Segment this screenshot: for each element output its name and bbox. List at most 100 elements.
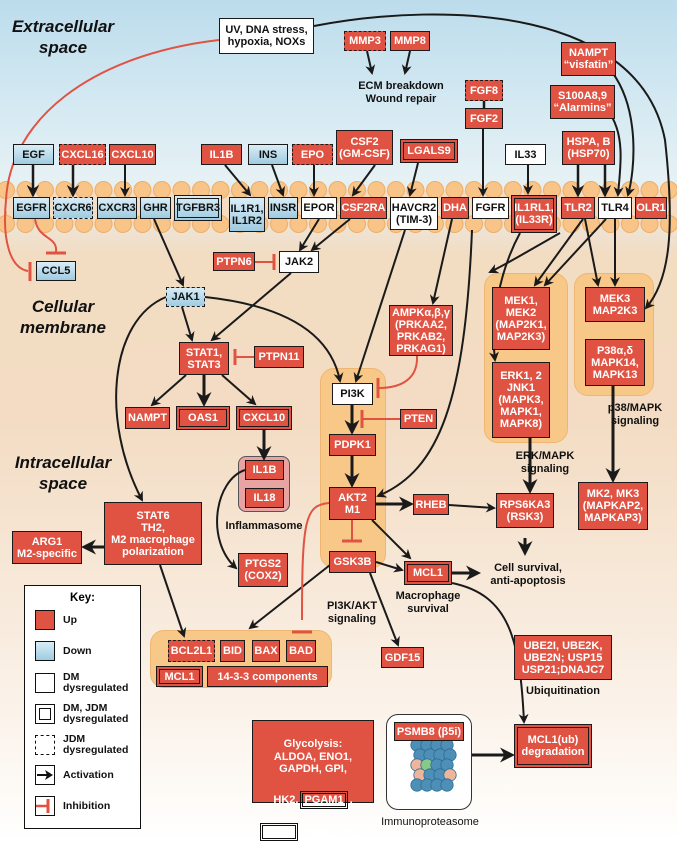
node-pi3k[interactable]: PI3K — [332, 383, 373, 405]
legend-label-up: Up — [63, 615, 77, 626]
edge-rheb-rps6ka3 — [449, 505, 494, 508]
glycolysis-comma: , — [350, 794, 353, 806]
node-hspa-b[interactable]: HSPA, B (HSP70) — [562, 131, 615, 165]
node-nampt-visfatin[interactable]: NAMPT “visfatin” — [561, 42, 616, 76]
legend-swatch-dm — [35, 673, 55, 693]
node-il1b-extracellular[interactable]: IL1B — [201, 144, 242, 165]
node-ampk[interactable]: AMPKα,β,γ (PRKAA2, PRKAB2, PRKAG1) — [389, 305, 453, 356]
node-cxcr3[interactable]: CXCR3 — [97, 197, 137, 219]
node-glycolysis[interactable]: Glycolysis: ALDOA, ENO1, GAPDH, GPI, HK2… — [252, 720, 374, 803]
node-ins[interactable]: INS — [248, 144, 288, 165]
node-p38[interactable]: P38α,δ MAPK14, MAPK13 — [585, 339, 645, 386]
node-csf2[interactable]: CSF2 (GM-CSF) — [336, 130, 393, 165]
glycolysis-genes: Glycolysis: ALDOA, ENO1, GAPDH, GPI, — [253, 738, 373, 776]
node-arg1[interactable]: ARG1 M2-specific — [12, 531, 82, 564]
inhibition-bar-icon — [35, 796, 55, 816]
node-ccl5[interactable]: CCL5 — [36, 261, 76, 281]
node-ptpn6[interactable]: PTPN6 — [213, 252, 255, 271]
node-jak2[interactable]: JAK2 — [279, 251, 319, 273]
label-ubiquitination: Ubiquitination — [512, 685, 614, 698]
legend-item-up: Up — [35, 610, 77, 630]
label-cell-survival: Cell survival, anti-apoptosis — [480, 562, 576, 588]
node-il18[interactable]: IL18 — [245, 488, 284, 508]
label-pi3k-akt-signaling: PI3K/AKT signaling — [312, 600, 392, 626]
legend-label-dm-jdm: DM, JDM dysregulated — [63, 703, 128, 725]
node-il1rl1[interactable]: IL1RL1, (IL33R) — [511, 195, 557, 233]
node-mek3[interactable]: MEK3 MAP2K3 — [585, 287, 645, 322]
node-bid[interactable]: BID — [220, 640, 245, 662]
node-egf[interactable]: EGF — [13, 144, 54, 165]
node-il1b-inflammasome[interactable]: IL1B — [245, 460, 284, 480]
legend-label-down: Down — [63, 646, 92, 657]
node-fgfr[interactable]: FGFR — [472, 197, 509, 219]
node-cxcl10-intracellular[interactable]: CXCL10 — [236, 406, 292, 430]
edge-egfr-inhibits-ccl5 — [35, 219, 56, 252]
legend-swatch-up — [35, 610, 55, 630]
node-mmp3[interactable]: MMP3 — [344, 31, 386, 51]
node-ghr[interactable]: GHR — [140, 197, 171, 219]
node-bcl2l1[interactable]: BCL2L1 — [168, 640, 215, 662]
node-rheb[interactable]: RHEB — [413, 494, 449, 515]
edge-dha-ampk — [433, 219, 452, 303]
node-oas1[interactable]: OAS1 — [176, 406, 230, 430]
node-epor[interactable]: EPOR — [301, 197, 337, 219]
node-havcr2[interactable]: HAVCR2 (TIM-3) — [390, 197, 438, 230]
node-psmb8[interactable]: PSMB8 (β5i) — [394, 722, 464, 741]
node-fgf2[interactable]: FGF2 — [465, 108, 503, 129]
node-bad[interactable]: BAD — [286, 640, 316, 662]
legend-label-inhibition: Inhibition — [63, 801, 110, 812]
node-jak1[interactable]: JAK1 — [166, 287, 205, 307]
node-epo[interactable]: EPO — [292, 144, 333, 165]
node-stat1-stat3[interactable]: STAT1, STAT3 — [179, 342, 229, 375]
node-csf2ra[interactable]: CSF2RA — [340, 197, 387, 219]
node-mcl1-survival[interactable]: MCL1 — [404, 561, 452, 585]
node-il33[interactable]: IL33 — [505, 144, 546, 165]
node-rps6ka3[interactable]: RPS6KA3 (RSK3) — [496, 493, 554, 528]
node-pdpk1[interactable]: PDPK1 — [329, 434, 376, 456]
node-erk-jnk[interactable]: ERK1, 2 JNK1 (MAPK3, MAPK1, MAPK8) — [492, 362, 550, 438]
node-s100a8-9[interactable]: S100A8,9 “Alarmins” — [550, 85, 615, 119]
node-pten[interactable]: PTEN — [400, 409, 437, 429]
node-cxcl10-extracellular[interactable]: CXCL10 — [109, 144, 156, 165]
node-uv-stress[interactable]: UV, DNA stress, hypoxia, NOXs — [219, 18, 314, 54]
node-olr1[interactable]: OLR1 — [635, 197, 667, 219]
node-ptpn11[interactable]: PTPN11 — [254, 346, 304, 368]
node-14-3-3-components[interactable]: 14-3-3 components — [207, 666, 328, 687]
node-cxcr6[interactable]: CXCR6 — [53, 197, 93, 219]
node-ubiquitination-enzymes[interactable]: UBE2I, UBE2K, UBE2N; USP15 USP21;DNAJC7 — [514, 635, 612, 680]
node-stat6-m2[interactable]: STAT6 TH2, M2 macrophage polarization — [104, 502, 202, 565]
node-tgfbr3[interactable]: TGFBR3 — [174, 195, 222, 221]
gene-pgk1[interactable]: PGK1 — [260, 823, 298, 841]
edge-ghr-jak1 — [154, 219, 183, 285]
node-insr[interactable]: INSR — [268, 197, 298, 219]
node-lgals9[interactable]: LGALS9 — [400, 139, 458, 163]
node-il1r1-il1r2[interactable]: IL1R1, IL1R2 — [229, 197, 265, 232]
activation-arrow-icon — [35, 765, 55, 785]
edge-jak1-stat — [182, 307, 192, 340]
glycolysis-row-pgk1: PGK1 , PKM, TPI1 — [253, 823, 373, 841]
legend-item-dm-jdm: DM, JDM dysregulated — [35, 703, 128, 725]
region-label-extracellular: Extracellular space — [8, 16, 118, 58]
node-mek1-mek2[interactable]: MEK1, MEK2 (MAP2K1, MAP2K3) — [492, 287, 550, 350]
node-fgf8[interactable]: FGF8 — [465, 80, 503, 101]
legend-label-dm: DM dysregulated — [63, 672, 128, 694]
node-mmp8[interactable]: MMP8 — [390, 31, 430, 51]
node-ptgs2[interactable]: PTGS2 (COX2) — [238, 553, 288, 587]
legend-item-down: Down — [35, 641, 92, 661]
node-nampt[interactable]: NAMPT — [125, 407, 170, 429]
node-tlr2[interactable]: TLR2 — [561, 197, 595, 219]
node-mk2-mk3[interactable]: MK2, MK3 (MAPKAP2, MAPKAP3) — [578, 482, 648, 530]
node-akt2[interactable]: AKT2 M1 — [329, 487, 376, 520]
node-mcl1-ub-degradation[interactable]: MCL1(ub) degradation — [514, 724, 592, 768]
node-gdf15[interactable]: GDF15 — [381, 647, 424, 668]
node-bax[interactable]: BAX — [252, 640, 280, 662]
region-label-intracellular: Intracellular space — [8, 452, 118, 494]
gene-pgam1[interactable]: PGAM1 — [300, 791, 347, 809]
glycolysis-row-hk2: HK2, PGAM1 , — [253, 791, 373, 809]
node-cxcl16[interactable]: CXCL16 — [59, 144, 106, 165]
node-mcl1-apoptosis[interactable]: MCL1 — [156, 666, 203, 687]
node-gsk3b[interactable]: GSK3B — [329, 551, 376, 573]
node-dha[interactable]: DHA — [441, 197, 469, 219]
node-egfr[interactable]: EGFR — [13, 197, 50, 219]
node-tlr4[interactable]: TLR4 — [598, 197, 632, 219]
